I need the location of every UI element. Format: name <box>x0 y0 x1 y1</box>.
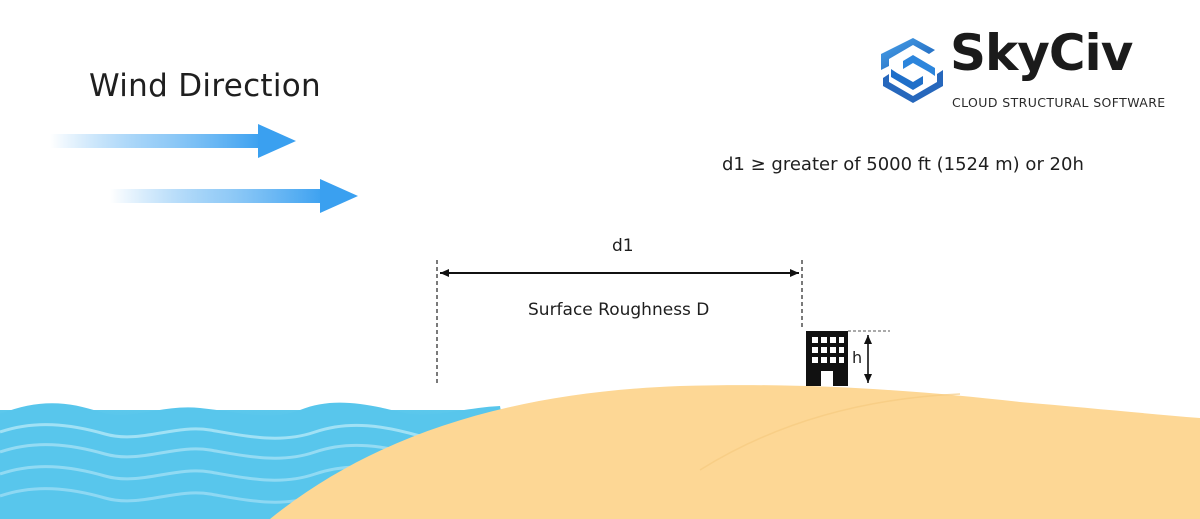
logo-wordmark: SkyCiv <box>950 24 1133 82</box>
surface-roughness-label: Surface Roughness D <box>528 300 710 320</box>
wind-arrow-icon <box>110 179 358 213</box>
height-dimension <box>848 330 890 383</box>
skyciv-logo-icon <box>881 38 943 103</box>
sand-terrain <box>270 385 1200 519</box>
building-icon <box>806 331 848 386</box>
d1-label: d1 <box>612 236 634 256</box>
wind-arrow-icon <box>50 124 296 158</box>
height-label: h <box>852 348 863 367</box>
logo-tagline: CLOUD STRUCTURAL SOFTWARE <box>952 95 1166 110</box>
wind-direction-title: Wind Direction <box>89 68 322 104</box>
distance-criteria-text: d1 ≥ greater of 5000 ft (1524 m) or 20h <box>722 154 1084 175</box>
distance-dimension <box>436 260 803 386</box>
